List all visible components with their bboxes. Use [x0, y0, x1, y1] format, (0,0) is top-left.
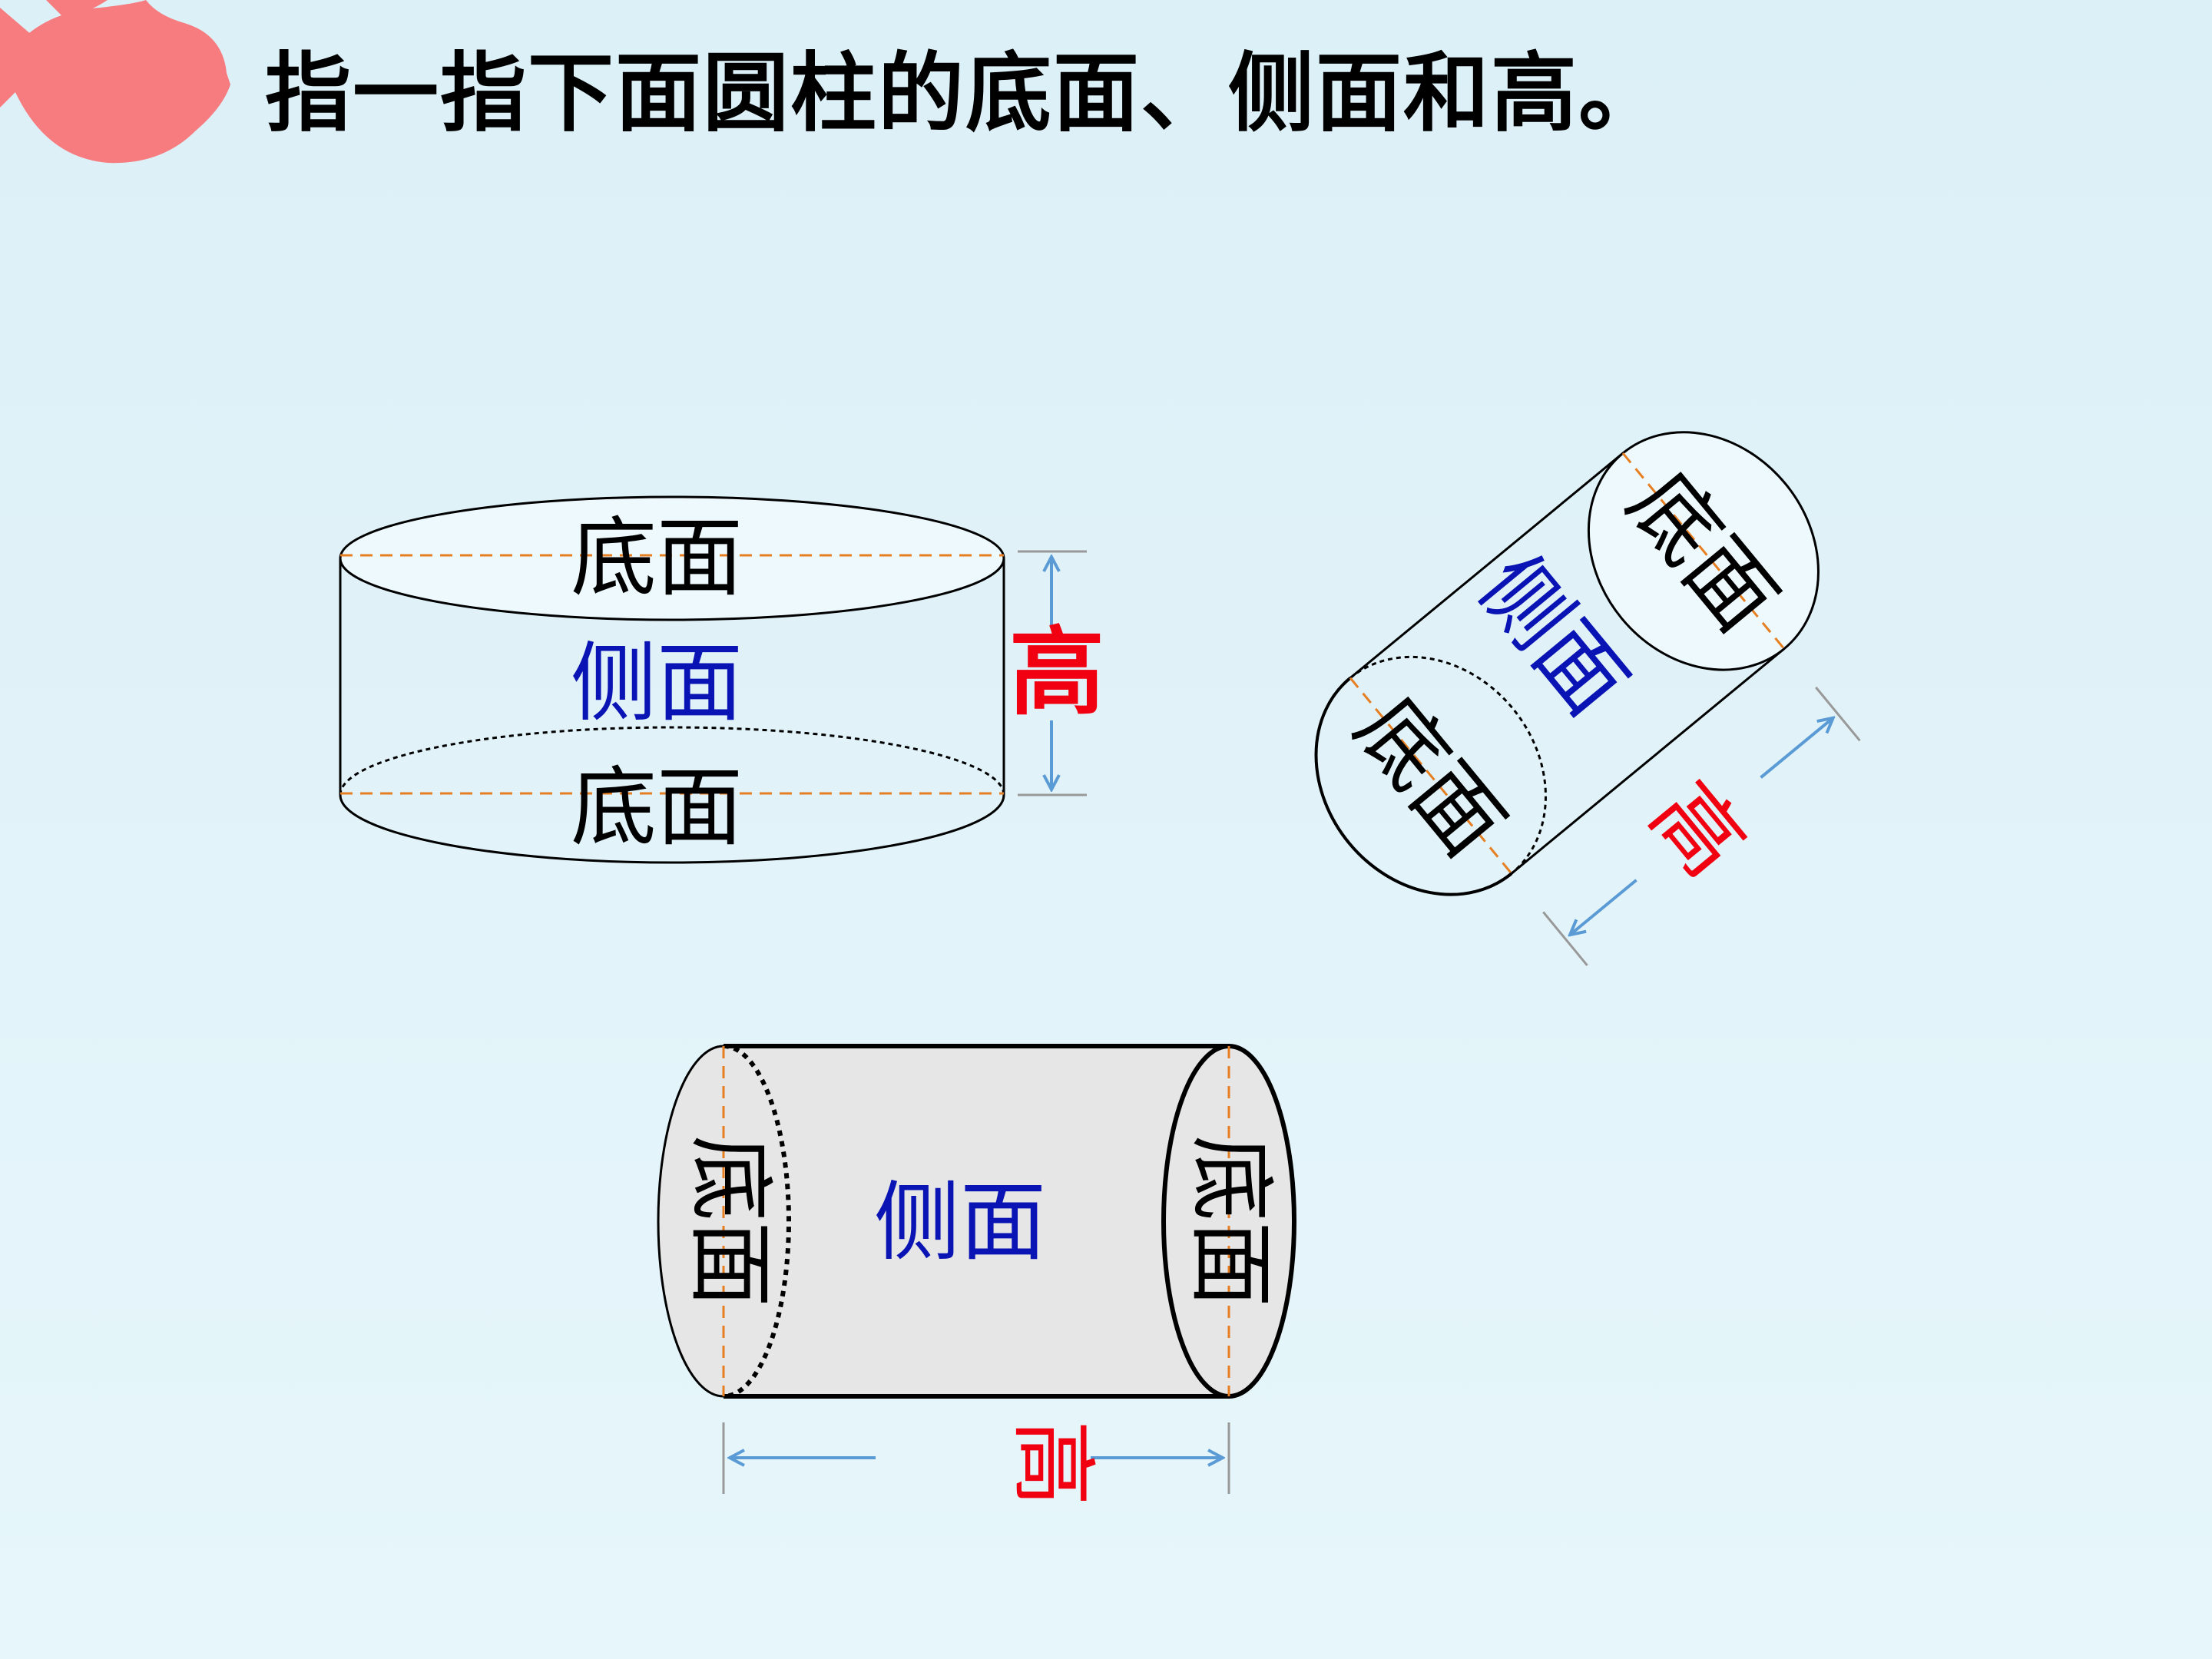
cylinder-tilted: 底面 底面 侧面 高 [1314, 431, 1861, 966]
cylinder1-bottom-base-hidden [339, 726, 1005, 796]
cylinder3-left-label: 底面 [680, 1135, 780, 1307]
cylinder2-left-label: 底面 [1336, 679, 1523, 876]
cylinder1-height-label: 高 [1009, 617, 1104, 728]
cylinder-horizontal: 底面 底面 侧面 高 [657, 1044, 1296, 1506]
cylinder1-side-label: 侧面 [571, 634, 743, 733]
cylinder3-left-base-hidden [723, 1044, 791, 1399]
fish-icon [0, 0, 230, 164]
cylinder3-right-label: 底面 [1181, 1135, 1280, 1307]
cylinder2-left-base-hidden [1349, 655, 1547, 875]
cylinder1-bottom-label: 底面 [571, 758, 743, 858]
cylinder1-top-label: 底面 [571, 508, 743, 608]
cylinder2-height-label: 高 [1631, 765, 1763, 895]
cylinder3-height-label: 高 [1002, 1420, 1102, 1506]
cylinder-upright: 底面 侧面 底面 高 [339, 495, 1104, 864]
page-title: 指一指下面圆柱的底面、侧面和高。 [265, 44, 1666, 144]
cylinder3-side-label: 侧面 [874, 1173, 1046, 1273]
